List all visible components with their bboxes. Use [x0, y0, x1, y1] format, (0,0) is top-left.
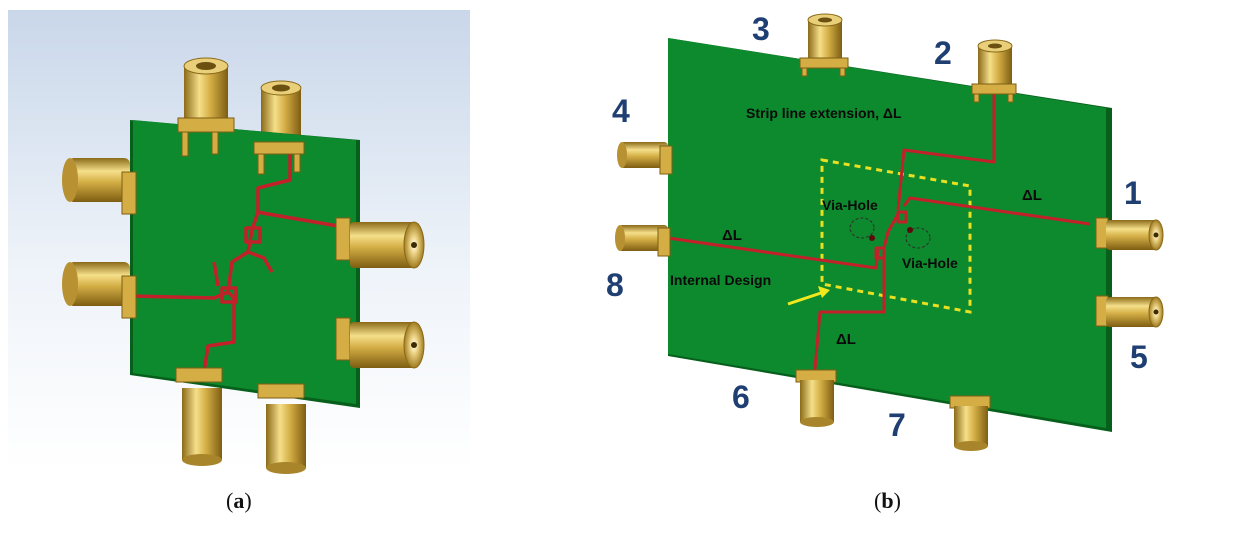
- caption-b: (b): [874, 488, 901, 514]
- delta-l-bottom-label: ΔL: [836, 331, 856, 348]
- port-label-7: 7: [888, 407, 906, 443]
- port-label-4: 4: [612, 93, 630, 129]
- caption-a-open: (: [226, 488, 234, 513]
- connector-b-port1: [1106, 219, 1164, 251]
- connector-b-port2: [977, 39, 1013, 88]
- via-hole-label-2: Via-Hole: [902, 255, 958, 271]
- connector-a-right-upper: [350, 221, 425, 269]
- panel-a: [8, 10, 470, 474]
- via-hole-label-1: Via-Hole: [822, 197, 878, 213]
- via-hole-1-marker: [849, 217, 875, 239]
- connector-a-right-lower: [350, 321, 425, 369]
- traces-a: [132, 150, 339, 373]
- mount-pins-a: [121, 117, 351, 399]
- caption-a-letter: a: [233, 488, 245, 513]
- connector-b-port4: [617, 142, 668, 168]
- connector-b-port5: [1106, 296, 1164, 328]
- via-hole-2-marker: [905, 227, 931, 249]
- traces-b: [667, 92, 1091, 381]
- caption-b-open: (: [874, 488, 882, 513]
- panel-b: Strip line extension, ΔL ΔL ΔL ΔL Via-Ho…: [606, 11, 1164, 451]
- mount-pins-b: [657, 57, 1109, 409]
- caption-b-close: ): [893, 488, 901, 513]
- internal-design-box: [820, 158, 972, 314]
- port-label-8: 8: [606, 267, 624, 303]
- internal-design-arrow: [787, 286, 830, 306]
- connector-b-port7: [954, 406, 988, 451]
- connector-a-left-lower: [62, 262, 130, 306]
- connector-a-bottom-left: [182, 388, 222, 466]
- caption-a: (a): [226, 488, 252, 514]
- caption-a-close: ): [244, 488, 252, 513]
- via-hole-2-dot: [907, 227, 913, 233]
- connector-b-port3: [807, 13, 843, 62]
- caption-b-letter: b: [881, 488, 894, 513]
- board-a: [130, 120, 360, 408]
- port-labels: 1 2 3 4 5 6 7 8: [606, 11, 1148, 443]
- port-label-3: 3: [752, 11, 770, 47]
- port-label-6: 6: [732, 379, 750, 415]
- delta-l-right-label: ΔL: [1022, 187, 1042, 204]
- connector-b-port8: [615, 225, 668, 251]
- stripline-label: Strip line extension, ΔL: [746, 105, 902, 121]
- connector-a-left-upper: [62, 158, 130, 202]
- delta-l-left-label: ΔL: [722, 227, 742, 244]
- internal-design-label: Internal Design: [670, 272, 771, 288]
- port-label-2: 2: [934, 35, 952, 71]
- connector-b-port6: [800, 380, 834, 427]
- via-hole-1-dot: [869, 235, 875, 241]
- connector-a-top-left: [183, 57, 229, 128]
- connector-a-bottom-right: [266, 404, 306, 474]
- port-label-1: 1: [1124, 175, 1142, 211]
- port-label-5: 5: [1130, 339, 1148, 375]
